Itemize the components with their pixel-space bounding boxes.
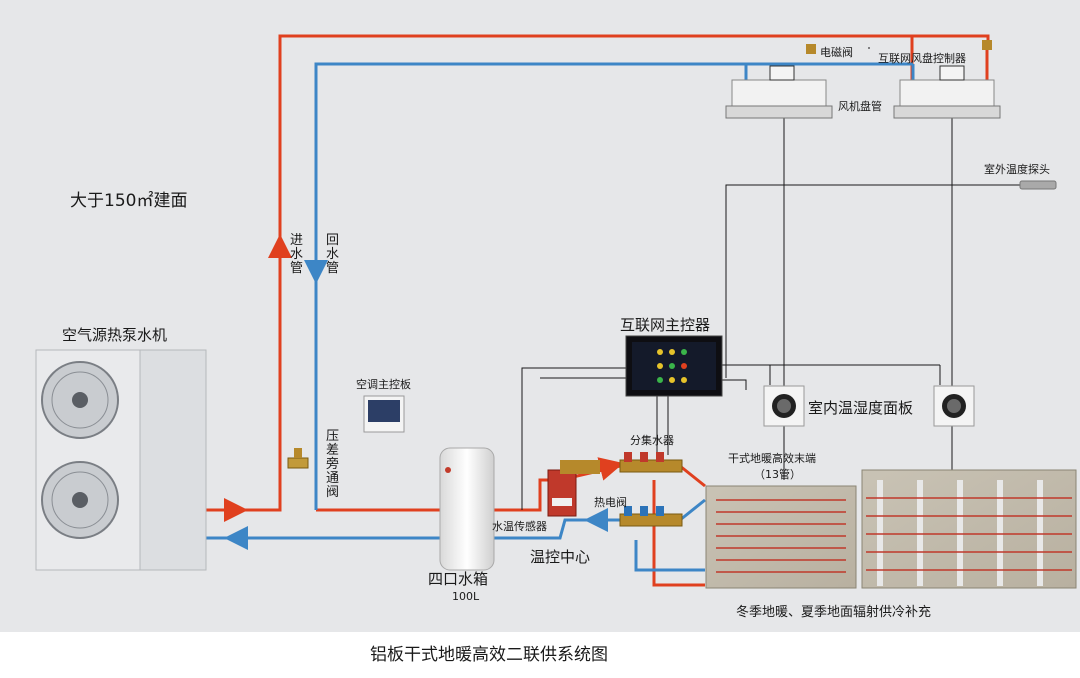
bypass-valve-char-2: 差: [326, 443, 339, 458]
bypass-valve-label: 压差旁通阀: [326, 429, 339, 500]
thermal-valve-label: 热电阀: [594, 495, 627, 509]
indoor-panel-left-icon: [763, 385, 805, 427]
water-temp-sensor-label: 水温传感器: [492, 520, 547, 533]
floor-terminal-label: 干式地暖高效末端: [728, 451, 816, 465]
floor-photo-left: [705, 485, 857, 589]
bypass-valve-char-5: 阀: [326, 485, 339, 500]
supply-pipe-char-2: 水: [290, 247, 303, 262]
control-wires: [521, 47, 1020, 510]
manifold-label: 分集水器: [630, 433, 674, 447]
supply-pipe-char-1: 进: [290, 233, 303, 248]
outdoor-probe-label: 室外温度探头: [984, 162, 1050, 176]
diagram-caption: 铝板干式地暖高效二联供系统图: [370, 645, 608, 665]
return-pipe-char-1: 回: [326, 233, 339, 248]
return-pipe-char-2: 水: [326, 247, 339, 262]
water-tank-label: 四口水箱: [428, 570, 488, 588]
return-pipe-char-3: 管: [326, 261, 339, 276]
solenoid-valve-label: 电磁阀: [820, 45, 853, 59]
fan-coil-left-icon: [725, 79, 833, 119]
indoor-panel-right-icon: [933, 385, 975, 427]
fcu-controller-left-icon: [769, 65, 795, 81]
fcu-controller-right-icon: [939, 65, 965, 81]
return-pipe-label: 回水管: [326, 233, 339, 276]
circulation-pump-icon: [547, 460, 600, 517]
area-note: 大于150㎡建面: [70, 191, 187, 211]
bypass-valve-icon: [287, 448, 309, 469]
floor-terminal-sub-label: （13管）: [754, 467, 801, 481]
supply-pipe-label: 进水管: [290, 233, 303, 276]
tank-volume-label: 100L: [452, 590, 480, 603]
indoor-panel-label: 室内温湿度面板: [808, 399, 913, 417]
floor-caption: 冬季地暖、夏季地面辐射供冷补充: [736, 604, 931, 620]
solenoid-valve-right-icon: [982, 40, 992, 50]
supply-pipe-char-3: 管: [290, 261, 303, 276]
water-tank-icon: [439, 447, 495, 571]
heat-pump-label: 空气源热泵水机: [62, 326, 167, 344]
floor-photo-right: [861, 469, 1077, 589]
bypass-valve-char-1: 压: [326, 429, 339, 444]
heat-pump-unit: [35, 349, 207, 571]
fan-coil-right-icon: [893, 79, 1001, 119]
bypass-valve-char-3: 旁: [326, 456, 339, 472]
temp-center-label: 温控中心: [530, 548, 590, 566]
bypass-valve-char-4: 通: [326, 471, 339, 486]
ac-panel-label: 空调主控板: [356, 377, 411, 391]
fan-coil-label: 风机盘管: [838, 99, 882, 113]
outdoor-probe-icon: [1019, 180, 1057, 190]
ac-control-panel-icon: [363, 395, 405, 433]
solenoid-valve-left-icon: [806, 44, 816, 54]
main-controller-icon: [625, 335, 723, 397]
manifold-icon: [619, 452, 683, 527]
fcu-controller-label: 互联网风盘控制器: [878, 51, 966, 65]
main-controller-label: 互联网主控器: [620, 316, 710, 334]
